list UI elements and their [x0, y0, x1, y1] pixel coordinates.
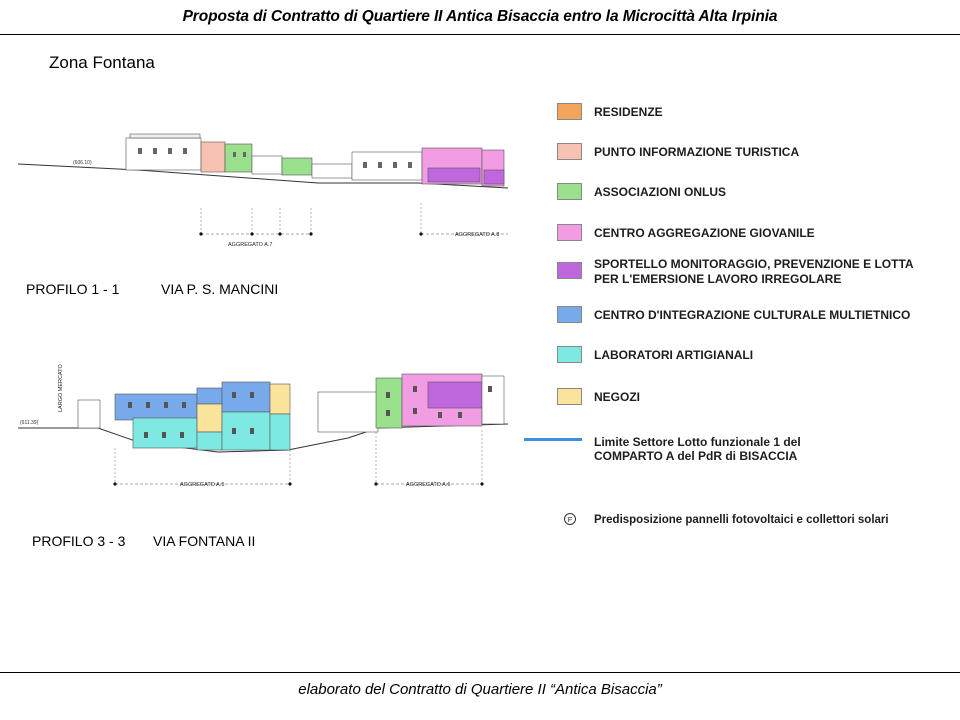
legend-swatch [557, 346, 582, 363]
legend-label: CENTRO AGGREGAZIONE GIOVANILE [594, 226, 815, 240]
footer-text: elaborato del Contratto di Quartiere II … [298, 681, 662, 698]
profile-2-elevation: (611.39) [20, 420, 39, 426]
profile-2-side-label: LARGO MERCATO [58, 364, 64, 412]
profile-1-label: PROFILO 1 - 1 [26, 281, 120, 297]
profile-1-aggregate-a8: AGGREGATO A.8 [455, 232, 499, 238]
page-header: Proposta di Contratto di Quartiere II An… [0, 0, 960, 36]
profile-2-aggregate-a6: AGGREGATO A.6 [406, 482, 450, 488]
page-title: Proposta di Contratto di Quartiere II An… [182, 8, 778, 25]
profile-1-street: VIA P. S. MANCINI [161, 281, 279, 297]
legend-swatch [557, 143, 582, 160]
legend-label-line-2: PER L'EMERSIONE LAVORO IRREGOLARE [594, 272, 842, 286]
legend-label: LABORATORI ARTIGIANALI [594, 348, 754, 362]
profile-1-elevation: (606.10) [73, 160, 92, 166]
legend-label-line-1: SPORTELLO MONITORAGGIO, PREVENZIONE E LO… [594, 257, 914, 271]
legend-limit-line-1: Limite Settore Lotto funzionale 1 del [594, 435, 801, 449]
legend-solar-text: Predisposizione pannelli fotovoltaici e … [594, 514, 889, 526]
profile-2-street: VIA FONTANA II [153, 533, 256, 549]
legend-label: CENTRO D'INTEGRAZIONE CULTURALE MULTIETN… [594, 308, 911, 322]
header-rule [0, 34, 960, 35]
legend-swatch [557, 103, 582, 120]
zone-title: Zona Fontana [49, 53, 155, 72]
profile-2-drawing: LARGO MERCATO (611.39) AGG [18, 364, 508, 488]
legend-label: NEGOZI [594, 390, 641, 404]
legend-label: ASSOCIAZIONI ONLUS [594, 185, 727, 199]
legend-limit-line-2: COMPARTO A del PdR di BISACCIA [594, 449, 798, 463]
profile-1-aggregate-a7: AGGREGATO A.7 [228, 242, 272, 248]
solar-panel-icon: F [564, 513, 576, 525]
profile-1-drawing: (606.10) AGGREGATO A.7 AGGREGATO A.8 [18, 133, 508, 248]
profile-2-aggregate-a5: AGGREGATO A.5 [180, 482, 224, 488]
legend-swatch [557, 224, 582, 241]
solar-symbol: F [568, 515, 573, 524]
legend-limit-line [524, 438, 582, 441]
legend-label: RESIDENZE [594, 105, 663, 119]
profile-2-label: PROFILO 3 - 3 [32, 533, 126, 549]
legend-swatch [557, 388, 582, 405]
legend-swatch [557, 262, 582, 279]
legend-swatch [557, 306, 582, 323]
footer-rule [0, 672, 960, 673]
legend-swatch [557, 183, 582, 200]
legend-label: PUNTO INFORMAZIONE TURISTICA [594, 145, 800, 159]
